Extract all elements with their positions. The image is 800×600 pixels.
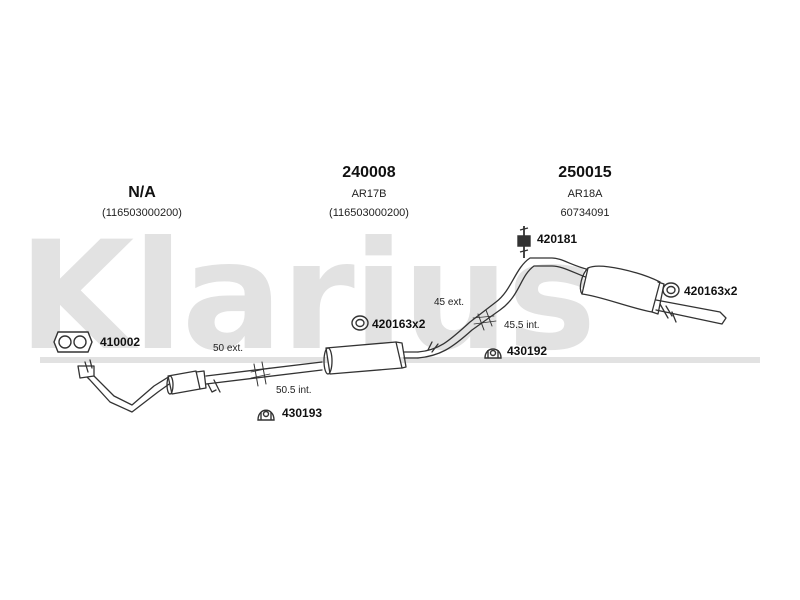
accessory-code-o-ring-center: 420163x2 (372, 317, 426, 331)
o-ring-icon (662, 282, 680, 298)
section-1-part-number: N/A (128, 184, 156, 201)
accessory-code-gasket: 410002 (100, 335, 141, 349)
section-3-part-number: 250015 (558, 164, 612, 181)
rubber-hanger-icon (257, 409, 275, 421)
section-1-oem-number: (116503000200) (102, 207, 182, 219)
accessory-code-hanger-front: 430193 (282, 406, 323, 420)
section-2-oem-number: (116503000200) (329, 207, 409, 219)
section-3-reference: AR18A (567, 188, 603, 200)
front-downpipe (77, 359, 173, 413)
rubber-hanger-icon (484, 348, 502, 359)
front-resonator (166, 370, 207, 395)
front-joint-ext-diameter: 50 ext. (213, 343, 244, 354)
section-2-reference: AR17B (351, 188, 387, 200)
section-3-oem-number: 60734091 (560, 207, 610, 219)
front-joint-int-diameter: 50.5 int. (276, 385, 312, 396)
rear-joint-ext-diameter: 45 ext. (434, 297, 465, 308)
front-intermediate-pipe (205, 361, 323, 393)
tailpipe (655, 299, 727, 325)
o-ring-icon (351, 315, 369, 331)
rear-connecting-pipe (417, 257, 591, 359)
accessory-code-bolt: 420181 (537, 232, 578, 246)
accessory-code-o-ring-rear: 420163x2 (684, 284, 738, 298)
rear-silencer (579, 265, 665, 315)
center-silencer (323, 341, 419, 375)
gasket-icon (53, 331, 93, 353)
section-2-part-number: 240008 (342, 164, 396, 181)
rear-joint-int-diameter: 45.5 int. (504, 320, 540, 331)
accessory-code-hanger-rear: 430192 (507, 344, 548, 358)
bolt-icon (517, 226, 531, 258)
